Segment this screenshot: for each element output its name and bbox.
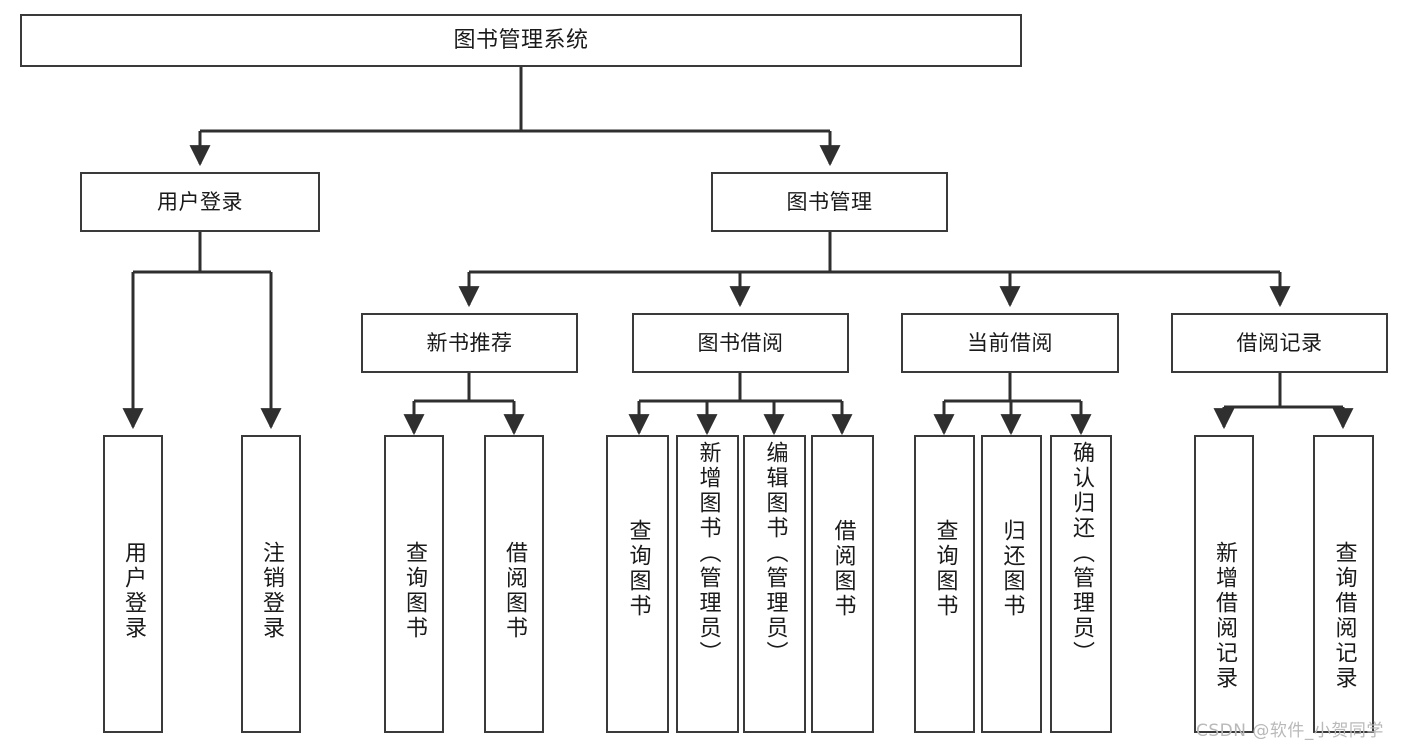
node-root-system[interactable]: 图书管理系统 [20, 14, 1022, 67]
leaf-return-book[interactable]: 归还图书 [981, 435, 1042, 733]
node-current-borrow[interactable]: 当前借阅 [901, 313, 1119, 373]
node-label: 借阅图书 [830, 519, 856, 619]
node-label: 归还图书 [999, 519, 1025, 619]
leaf-edit-book[interactable]: 编辑图书（管理员） [743, 435, 806, 733]
node-label: 图书管理系统 [453, 27, 589, 53]
node-label: 新增图书（管理员） [695, 441, 721, 666]
node-new-book-recommend[interactable]: 新书推荐 [361, 313, 578, 373]
leaf-confirm-return[interactable]: 确认归还（管理员） [1050, 435, 1112, 733]
node-book-borrow[interactable]: 图书借阅 [632, 313, 849, 373]
node-label: 编辑图书（管理员） [762, 441, 788, 666]
node-label: 查询图书 [932, 519, 958, 619]
node-label: 确认归还（管理员） [1069, 441, 1094, 666]
leaf-user-login[interactable]: 用户登录 [103, 435, 163, 733]
node-user-login[interactable]: 用户登录 [80, 172, 320, 232]
node-label: 图书管理 [786, 189, 873, 214]
node-book-manage[interactable]: 图书管理 [711, 172, 948, 232]
leaf-add-book[interactable]: 新增图书（管理员） [676, 435, 739, 733]
node-label: 当前借阅 [967, 330, 1053, 355]
node-label: 注销登录 [259, 541, 284, 641]
leaf-query-book-current[interactable]: 查询图书 [914, 435, 975, 733]
leaf-add-borrow-record[interactable]: 新增借阅记录 [1194, 435, 1254, 733]
leaf-query-book-recommend[interactable]: 查询图书 [384, 435, 444, 733]
node-label: 图书借阅 [697, 330, 784, 355]
node-label: 查询借阅记录 [1331, 541, 1357, 691]
leaf-query-borrow-record[interactable]: 查询借阅记录 [1313, 435, 1374, 733]
leaf-borrow-book[interactable]: 借阅图书 [811, 435, 874, 733]
node-label: 借阅图书 [502, 541, 527, 641]
node-label: 查询图书 [625, 519, 651, 619]
leaf-logout-login[interactable]: 注销登录 [241, 435, 301, 733]
node-label: 查询图书 [402, 541, 427, 641]
node-label: 用户登录 [157, 189, 243, 214]
node-borrow-record[interactable]: 借阅记录 [1171, 313, 1388, 373]
leaf-borrow-book-recommend[interactable]: 借阅图书 [484, 435, 544, 733]
node-label: 借阅记录 [1236, 330, 1323, 355]
node-label: 新增借阅记录 [1212, 541, 1237, 691]
node-label: 用户登录 [121, 541, 146, 641]
csdn-watermark: CSDN @软件_小贺同学 [1196, 721, 1384, 741]
node-label: 新书推荐 [426, 330, 513, 355]
leaf-query-book-borrow[interactable]: 查询图书 [606, 435, 669, 733]
